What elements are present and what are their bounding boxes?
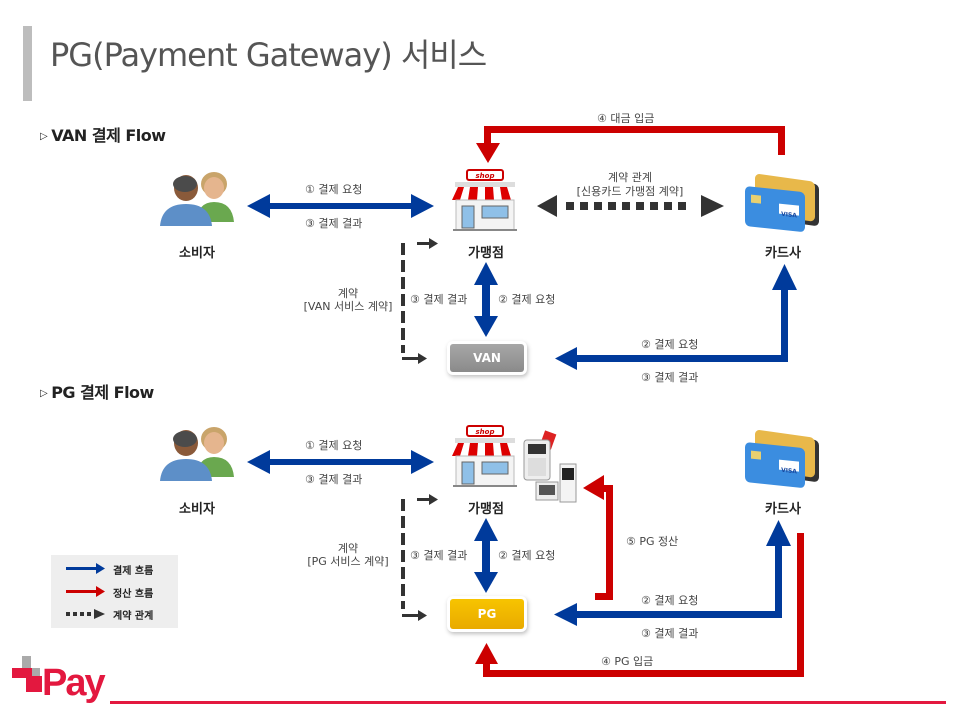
legend: 결제 흐름 정산 흐름 계약 관계 [51,555,178,628]
pg-merchant-node: 가맹점 [468,502,504,517]
logo-text: Pay [42,662,106,704]
van-merchant-card-contract-arrow [537,195,724,217]
van-consumer-result-label: ③ 결제 결과 [305,217,363,230]
van-service-contract-line [401,238,438,364]
van-card-request-label: ② 결제 요청 [641,338,699,351]
van-merchant-request-label: ② 결제 요청 [498,293,556,306]
pg-settlement-arrow [583,475,613,600]
van-contract-detail-label: [신용카드 가맹점 계약] [576,185,684,198]
pg-consumer-merchant-arrow [247,450,434,474]
van-contract-title-label: 계약 관계 [608,171,652,184]
card-company-icon: VISA [745,174,819,232]
pg-service-contract-title: 계약 [337,542,359,555]
van-deposit-label: ④ 대금 입금 [597,112,655,125]
card-company-icon: VISA [745,430,819,488]
pg-service-contract-line [401,494,438,621]
consumer-icon [160,172,234,226]
triangle-bullet-icon: ▷ [40,388,48,399]
title-accent-bar [23,26,32,101]
svg-text:VISA: VISA [781,467,797,476]
svg-text:shop: shop [476,428,495,436]
payment-terminal-icon [523,430,577,503]
van-card-result-label: ③ 결제 결과 [641,371,699,384]
van-flow-heading-text: VAN 결제 Flow [51,126,166,145]
consumer-icon [160,427,234,481]
pg-flow-heading: ▷PG 결제 Flow [40,379,154,403]
pg-consumer-result-label: ③ 결제 결과 [305,473,363,486]
van-consumer-node: 소비자 [179,246,215,261]
pg-card-request-label: ② 결제 요청 [641,594,699,607]
van-consumer-request-label: ① 결제 요청 [305,183,363,196]
pg-consumer-request-label: ① 결제 요청 [305,439,363,452]
pg-deposit-arrow [475,533,804,677]
van-service-contract-detail: [VAN 서비스 계약] [303,300,393,313]
van-deposit-arrow [476,126,785,163]
pg-service-contract-detail: [PG 서비스 계약] [307,555,389,568]
van-van-card-arrow [555,264,797,370]
tpay-logo [12,656,42,692]
page-title: PG(Payment Gateway) 서비스 [50,36,487,74]
pg-pg-card-arrow [554,520,791,626]
svg-text:VISA: VISA [781,211,797,220]
pg-merchant-request-label: ② 결제 요청 [498,549,556,562]
van-flow-heading: ▷VAN 결제 Flow [40,122,166,146]
van-card-company-node: 카드사 [765,246,801,261]
van-consumer-merchant-arrow [247,194,434,218]
pg-consumer-node: 소비자 [179,502,215,517]
legend-settlement-label: 정산 흐름 [113,589,154,600]
pg-merchant-result-label: ③ 결제 결과 [410,549,468,562]
van-box: VAN [450,344,524,372]
legend-payment-label: 결제 흐름 [113,566,154,577]
legend-contract-label: 계약 관계 [113,611,154,622]
pg-card-company-node: 카드사 [765,502,801,517]
pg-box: PG [450,599,524,629]
van-merchant-node: 가맹점 [468,246,504,261]
pg-card-result-label: ③ 결제 결과 [641,627,699,640]
merchant-shop-icon: shop [452,425,518,487]
footer-line [110,701,946,704]
pg-merchant-pg-arrow [474,518,498,593]
triangle-bullet-icon: ▷ [40,131,48,142]
pg-settlement-label: ⑤ PG 정산 [626,535,679,548]
van-merchant-van-arrow [474,262,498,337]
svg-text:shop: shop [476,172,495,180]
van-merchant-result-label: ③ 결제 결과 [410,293,468,306]
pg-deposit-label: ④ PG 입금 [601,655,654,668]
merchant-shop-icon: shop [452,169,518,231]
pg-flow-heading-text: PG 결제 Flow [51,383,154,402]
van-service-contract-title: 계약 [337,287,359,300]
